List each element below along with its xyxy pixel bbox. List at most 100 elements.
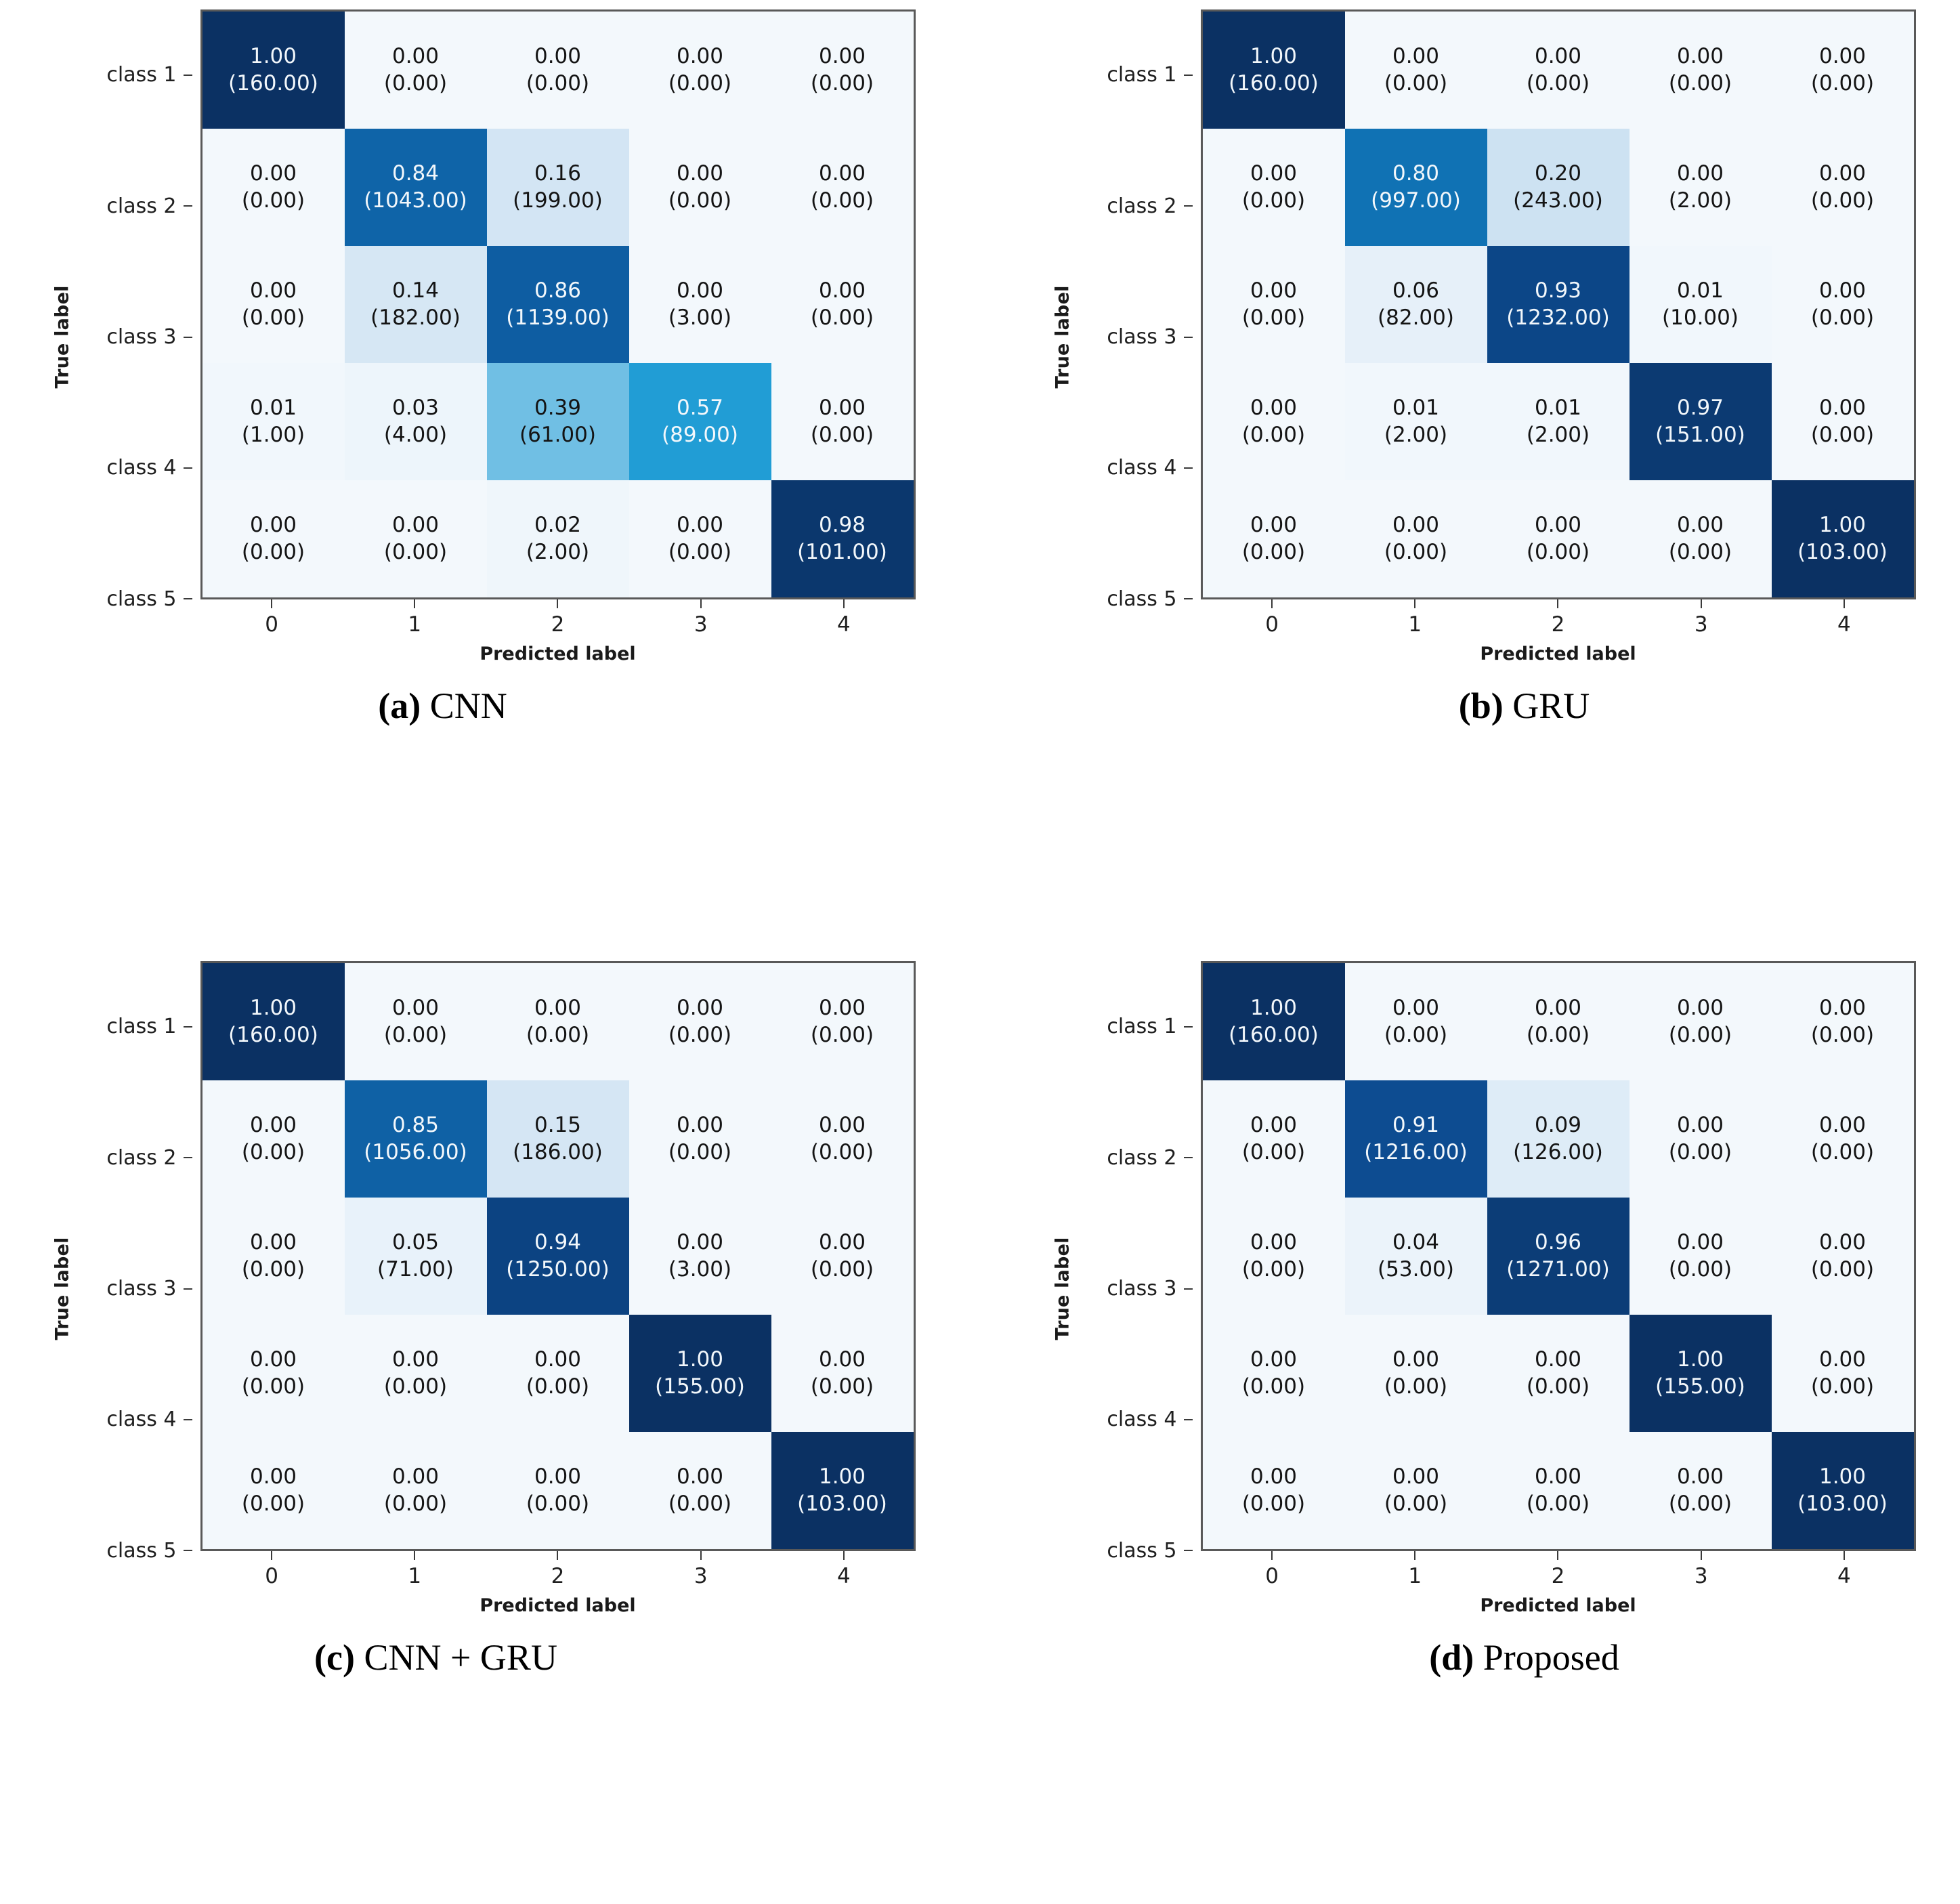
cell-count: (1.00) (241, 422, 305, 447)
x-tick-text: 1 (1408, 612, 1422, 637)
cell-count: (160.00) (1229, 1022, 1319, 1047)
matrix-cell-r5-c2: 0.00(0.00) (1344, 480, 1487, 597)
x-tick-text: 2 (551, 612, 565, 637)
cell-count: (182.00) (370, 305, 461, 330)
matrix-cell-r4-c3: 0.00(0.00) (486, 1315, 629, 1432)
cell-fraction: 0.00 (1818, 43, 1867, 68)
cell-fraction: 0.00 (1676, 995, 1724, 1020)
cell-fraction: 0.00 (249, 512, 297, 537)
matrix-cell-r3-c3: 0.94(1250.00) (486, 1198, 629, 1315)
panel-caption-c: (c) CNN + GRU (314, 1636, 557, 1678)
cell-count: (0.00) (1526, 539, 1590, 564)
x-tick-text: 0 (1265, 612, 1279, 637)
cell-count: (160.00) (228, 70, 318, 96)
cell-fraction: 0.00 (818, 43, 866, 68)
cell-fraction: 0.00 (249, 1112, 297, 1137)
cell-fraction: 0.00 (1250, 1229, 1298, 1254)
y-tick-text: class 5 (106, 587, 177, 611)
matrix-cell-r5-c1: 0.00(0.00) (1202, 480, 1345, 597)
y-tick-mark-icon (1183, 1550, 1193, 1552)
y-tick-text: class 2 (1107, 1145, 1177, 1170)
x-tick-0: 0 (200, 599, 343, 637)
matrix-cell-r2-c2: 0.85(1056.00) (344, 1080, 487, 1198)
matrix-cell-r5-c2: 0.00(0.00) (344, 480, 487, 597)
cell-count: (10.00) (1662, 305, 1739, 330)
cell-fraction: 0.00 (1250, 512, 1298, 537)
y-axis-label-d: True label (1045, 961, 1082, 1616)
matrix-cell-r5-c4: 0.00(0.00) (629, 480, 771, 597)
x-tick-mark-icon (557, 1551, 559, 1560)
cell-fraction: 0.00 (676, 161, 724, 186)
x-tick-text: 2 (551, 1564, 565, 1588)
cell-count: (89.00) (662, 422, 738, 447)
cell-fraction: 0.57 (676, 395, 724, 420)
cell-fraction: 0.39 (534, 395, 582, 420)
cell-fraction: 0.00 (534, 43, 582, 68)
cell-count: (0.00) (241, 1374, 305, 1399)
cell-count: (2.00) (526, 539, 590, 564)
cell-count: (0.00) (241, 1491, 305, 1516)
cell-count: (0.00) (810, 305, 874, 330)
matrix-cell-r4-c4: 0.57(89.00) (629, 363, 771, 480)
cell-fraction: 0.00 (1250, 395, 1298, 420)
matrix-cell-r2-c3: 0.09(126.00) (1487, 1080, 1629, 1198)
cell-fraction: 0.00 (1818, 1229, 1867, 1254)
matrix-cell-r1-c5: 0.00(0.00) (1771, 12, 1914, 129)
matrix-cell-r4-c4: 1.00(155.00) (629, 1315, 771, 1432)
x-tick-text: 2 (1551, 612, 1565, 637)
cell-count: (0.00) (241, 539, 305, 564)
x-tick-mark-icon (700, 1551, 702, 1560)
matrix-cell-r2-c3: 0.16(199.00) (486, 129, 629, 246)
matrix-cell-r4-c1: 0.00(0.00) (1202, 363, 1345, 480)
cell-fraction: 0.00 (818, 995, 866, 1020)
cell-count: (0.00) (1668, 539, 1732, 564)
cell-fraction: 1.00 (818, 1464, 866, 1489)
cell-fraction: 0.00 (1676, 43, 1724, 68)
cell-count: (0.00) (1668, 1139, 1732, 1164)
confusion-matrix-a: 1.00(160.00)0.00(0.00)0.00(0.00)0.00(0.0… (200, 9, 916, 599)
cell-count: (3.00) (668, 1256, 732, 1282)
cell-count: (0.00) (810, 422, 874, 447)
cell-count: (0.00) (1526, 1022, 1590, 1047)
y-axis-label-text: True label (1052, 1237, 1074, 1340)
panel-caption-a: (a) CNN (378, 685, 507, 727)
cell-count: (126.00) (1513, 1139, 1603, 1164)
cell-fraction: 1.00 (249, 43, 297, 68)
cell-fraction: 0.00 (1534, 995, 1582, 1020)
x-tick-text: 4 (837, 612, 851, 637)
cell-count: (0.00) (1384, 1374, 1448, 1399)
cell-fraction: 0.93 (1534, 278, 1582, 303)
cell-count: (0.00) (668, 70, 732, 96)
x-tick-mark-icon (1557, 599, 1559, 608)
cell-fraction: 1.00 (1676, 1347, 1724, 1372)
y-tick-3: class 3 (81, 272, 200, 402)
y-tick-text: class 4 (106, 1408, 177, 1432)
confusion-matrix-c: 1.00(160.00)0.00(0.00)0.00(0.00)0.00(0.0… (200, 961, 916, 1551)
y-tick-mark-icon (183, 1550, 192, 1552)
y-tick-mark-icon (183, 336, 192, 338)
matrix-cell-r2-c1: 0.00(0.00) (202, 129, 345, 246)
cell-count: (0.00) (1384, 70, 1448, 96)
matrix-cell-r3-c4: 0.00(3.00) (629, 246, 771, 363)
cell-fraction: 0.94 (534, 1229, 582, 1254)
matrix-cell-r2-c4: 0.00(0.00) (629, 1080, 771, 1198)
caption-label: (b) (1458, 685, 1504, 726)
cell-count: (0.00) (241, 1139, 305, 1164)
x-tick-text: 3 (694, 1564, 708, 1588)
cell-count: (0.00) (810, 1374, 874, 1399)
matrix-cell-r1-c1: 1.00(160.00) (1202, 963, 1345, 1080)
matrix-cell-r2-c2: 0.80(997.00) (1344, 129, 1487, 246)
cell-count: (0.00) (1241, 188, 1306, 213)
cell-fraction: 0.00 (676, 1229, 724, 1254)
matrix-cell-r3-c1: 0.00(0.00) (1202, 246, 1345, 363)
x-tick-mark-icon (1271, 599, 1273, 608)
y-tick-text: class 3 (1107, 1277, 1177, 1301)
x-tick-0: 0 (1201, 599, 1344, 637)
x-tick-1: 1 (343, 1551, 486, 1588)
cell-count: (1139.00) (506, 305, 610, 330)
x-tick-text: 0 (265, 1564, 278, 1588)
